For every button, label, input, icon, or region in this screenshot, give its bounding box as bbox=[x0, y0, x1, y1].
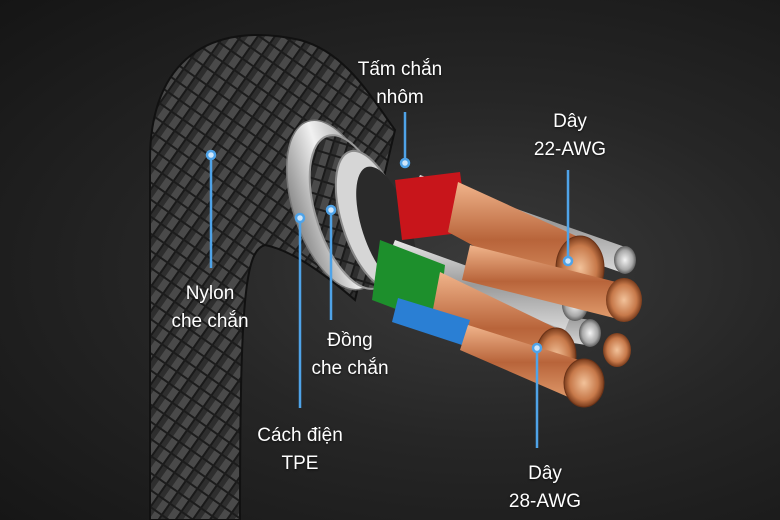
label-line: TPE bbox=[281, 453, 319, 474]
label-copper-shield: Đồng che chắn bbox=[295, 327, 405, 383]
label-line: Dây bbox=[553, 111, 587, 132]
label-line: 28-AWG bbox=[508, 491, 582, 512]
leader-lines bbox=[205, 112, 574, 448]
label-line: Cách điện bbox=[257, 425, 343, 446]
label-line: nhôm bbox=[376, 87, 424, 108]
label-line: Dây bbox=[528, 463, 562, 484]
label-tpe-insulation: Cách điện TPE bbox=[240, 422, 360, 478]
label-line: Nylon bbox=[185, 283, 235, 304]
label-wire-28awg: Dây 28-AWG bbox=[495, 460, 595, 516]
label-line: Tấm chắn bbox=[357, 59, 443, 80]
label-nylon-shield: Nylon che chắn bbox=[160, 280, 260, 336]
label-wire-22awg: Dây 22-AWG bbox=[520, 108, 620, 164]
label-line: 22-AWG bbox=[533, 139, 607, 160]
label-line: che chắn bbox=[311, 358, 389, 379]
copper-wire-end bbox=[462, 245, 642, 367]
label-aluminium-foil-shield: Tấm chắn nhôm bbox=[340, 56, 460, 112]
label-line: che chắn bbox=[171, 311, 249, 332]
blue-wire bbox=[392, 298, 605, 408]
label-line: Đồng bbox=[327, 330, 373, 351]
